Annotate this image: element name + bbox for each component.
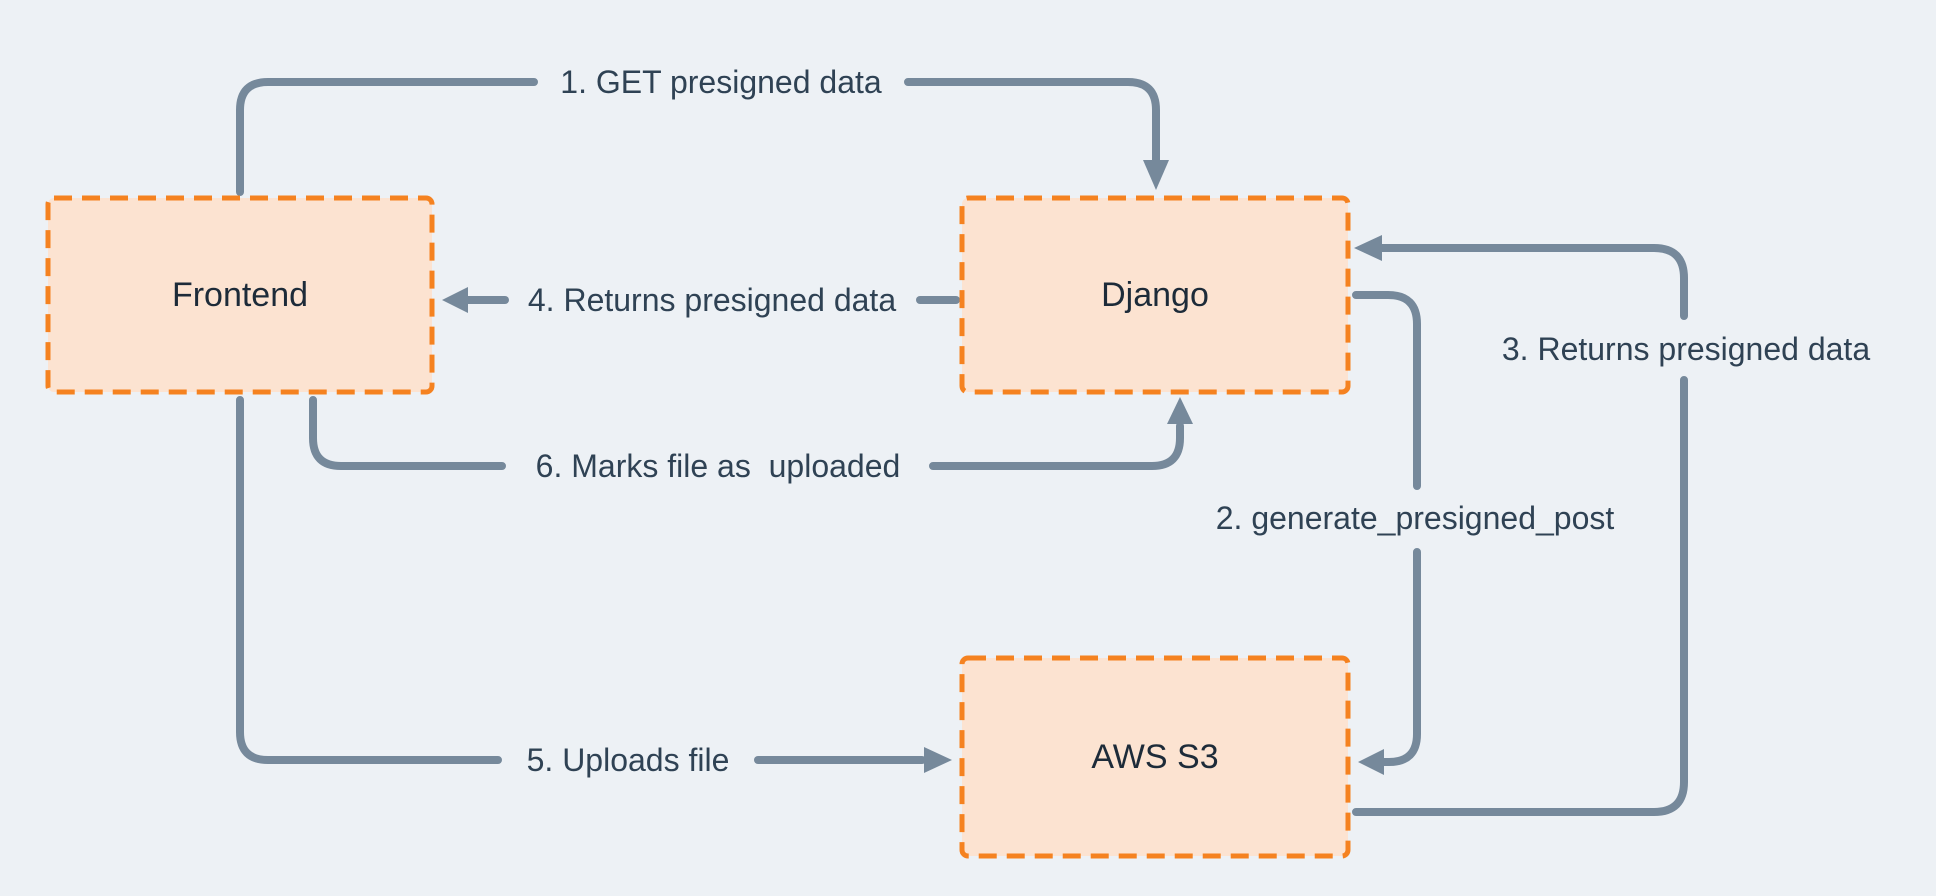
arrow-5-head-right <box>924 747 952 773</box>
arrow-lines <box>236 78 1688 816</box>
arrow-5-label: 5. Uploads file <box>527 742 730 778</box>
arrow-1-segment-b <box>904 78 1160 166</box>
arrow-3-label: 3. Returns presigned data <box>1502 331 1870 367</box>
node-django-label: Django <box>1101 276 1209 314</box>
node-frontend <box>45 195 435 395</box>
arrow-3-head-left <box>1354 235 1382 261</box>
arrow-2-label: 2. generate_presigned_post <box>1216 500 1615 536</box>
arrow-1-label: 1. GET presigned data <box>560 64 882 100</box>
arrow-4-label: 4. Returns presigned data <box>528 282 896 318</box>
arrow-3-segment-a <box>1352 376 1688 816</box>
arrow-6-segment-a <box>309 396 506 470</box>
arrow-2-segment-b <box>1378 548 1421 766</box>
arrow-1-segment-a <box>236 78 538 196</box>
node-django <box>959 195 1351 395</box>
arrow-2-head-left <box>1358 749 1384 775</box>
arrow-5-segment-a <box>236 396 502 764</box>
node-frontend-label: Frontend <box>172 276 308 314</box>
arrow-6-label: 6. Marks file as uploaded <box>536 448 901 484</box>
arrow-heads <box>442 160 1384 775</box>
arrow-4-head-left <box>442 287 468 313</box>
node-aws-s3-label: AWS S3 <box>1091 738 1218 776</box>
arrow-6-segment-b <box>929 422 1184 470</box>
arrow-2-segment-a <box>1352 291 1421 490</box>
node-aws-s3 <box>959 655 1351 859</box>
arrow-1-head-down <box>1143 160 1169 190</box>
arrow-3-segment-b <box>1374 244 1688 320</box>
arrow-6-head-up <box>1167 397 1193 424</box>
